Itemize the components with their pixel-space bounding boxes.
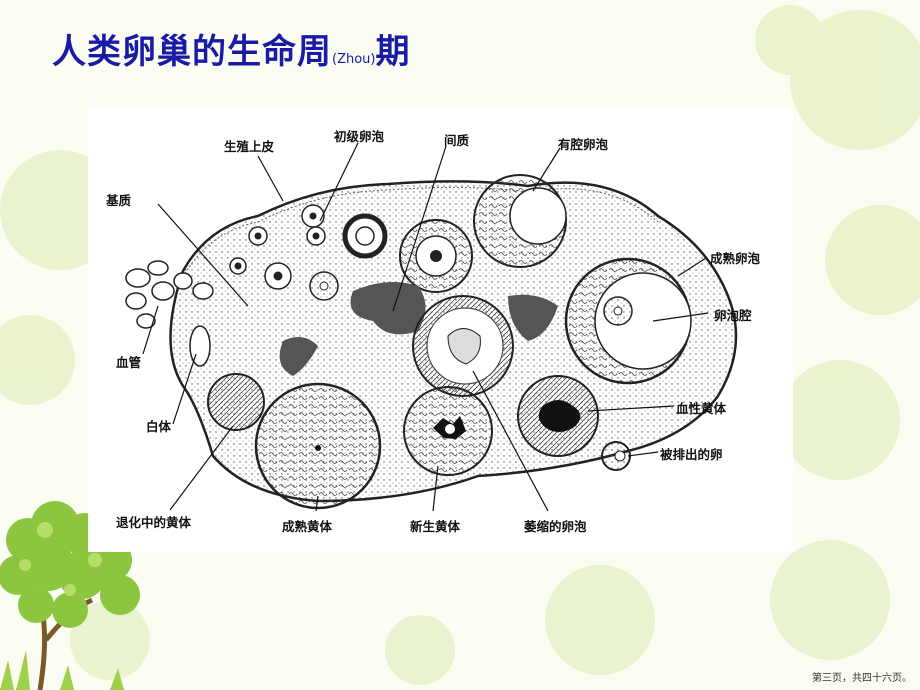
ovulated-ovum-drawing — [601, 441, 631, 471]
label-atretic-follicle: 萎缩的卵泡 — [524, 519, 587, 534]
title-main: 人类卵巢的生命周 — [52, 32, 332, 72]
label-antral-follicle: 有腔卵泡 — [558, 137, 609, 152]
mature-follicle-drawing — [564, 257, 692, 385]
title-small: (Zhou) — [332, 52, 376, 67]
corpus-hemorrhagicum-drawing — [517, 375, 599, 457]
label-mature-follicle: 成熟卵泡 — [710, 251, 761, 266]
leader-lines — [142, 142, 709, 512]
atretic-follicle-drawing — [412, 295, 514, 397]
mature-corpus-luteum-drawing — [254, 382, 382, 510]
label-corpus-hemorrhagicum: 血性黄体 — [676, 401, 727, 416]
page-number: 第三页，共四十六页。 — [812, 673, 912, 684]
label-ovulated-ovum: 被排出的卵 — [660, 447, 723, 462]
label-germinal-epithelium: 生殖上皮 — [224, 139, 275, 154]
label-mature-corpus-luteum: 成熟黄体 — [282, 519, 333, 534]
primary-follicles — [229, 204, 388, 301]
label-new-corpus-luteum: 新生黄体 — [410, 519, 461, 534]
label-corpus-albicans: 白体 — [146, 419, 172, 434]
label-interstitium: 间质 — [444, 133, 470, 148]
grass-icon — [0, 650, 124, 690]
title-end: 期 — [375, 32, 411, 72]
regressing-corpus-luteum-drawing — [207, 373, 265, 431]
background-bokeh — [0, 5, 920, 685]
new-corpus-luteum-drawing — [403, 386, 493, 476]
label-follicular-cavity: 卵泡腔 — [714, 308, 752, 323]
label-blood-vessel: 血管 — [116, 355, 142, 370]
ovary-diagram: 生殖上皮 初级卵泡 间质 有腔卵泡 基质 成熟卵泡 卵泡腔 血管 血性黄体 白体… — [88, 106, 793, 552]
antral-follicle-drawing — [399, 174, 567, 293]
slide-title: 人类卵巢的生命周(Zhou)期 — [52, 24, 410, 73]
label-stroma: 基质 — [106, 193, 132, 208]
label-regressing-corpus-luteum: 退化中的黄体 — [116, 515, 192, 530]
interstitial-tissue — [279, 282, 558, 376]
label-primary-follicle: 初级卵泡 — [334, 129, 385, 144]
ovary-illustration — [125, 142, 738, 512]
